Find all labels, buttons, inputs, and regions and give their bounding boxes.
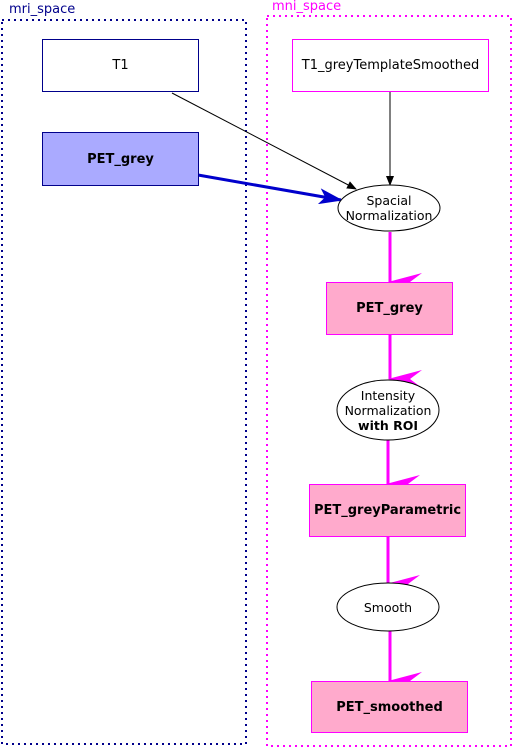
node-intensity-normalization-text: Intensity Normalization with ROI (337, 380, 439, 440)
spacial-normalization-line2: Normalization (345, 208, 433, 223)
node-pet-grey-mri-label: PET_grey (87, 151, 154, 167)
smooth-label: Smooth (363, 599, 413, 615)
node-pet-grey-mni[interactable]: PET_grey (326, 282, 453, 335)
node-smooth-shape[interactable] (336, 582, 440, 632)
cluster-mri-space-border (1, 19, 247, 745)
cluster-mni-space-label: mni_space (272, 0, 342, 14)
node-t1-grey-template-smoothed-label: T1_greyTemplateSmoothed (301, 58, 480, 73)
node-smooth-text: Smooth (337, 583, 439, 631)
node-pet-grey-parametric-label: PET_greyParametric (313, 503, 462, 518)
node-pet-grey-mri[interactable]: PET_grey (42, 132, 199, 186)
edge-t1-to-spacial-normalization (171, 92, 357, 190)
node-t1[interactable]: T1 (42, 39, 199, 92)
cluster-mni-space-border (266, 15, 512, 747)
spacial-normalization-line1: Spacial (366, 193, 412, 208)
node-pet-grey-parametric[interactable]: PET_greyParametric (309, 484, 466, 537)
edge-pet-grey-to-spacial-normalization (197, 173, 343, 205)
node-pet-smoothed[interactable]: PET_smoothed (311, 681, 468, 733)
intensity-normalization-line2: Normalization (344, 402, 432, 418)
node-spacial-normalization-text: Spacial Normalization (338, 185, 440, 231)
node-t1-label: T1 (112, 58, 129, 73)
node-pet-grey-mni-label: PET_grey (356, 301, 423, 316)
node-pet-smoothed-label: PET_smoothed (336, 699, 443, 715)
intensity-normalization-line3: with ROI (358, 417, 418, 433)
intensity-normalization-line1: Intensity (360, 387, 416, 403)
cluster-mri-space-label: mri_space (9, 2, 76, 17)
node-spacial-normalization-shape[interactable] (337, 184, 441, 232)
node-intensity-normalization-shape[interactable] (336, 379, 440, 441)
node-t1-grey-template-smoothed[interactable]: T1_greyTemplateSmoothed (292, 39, 489, 92)
